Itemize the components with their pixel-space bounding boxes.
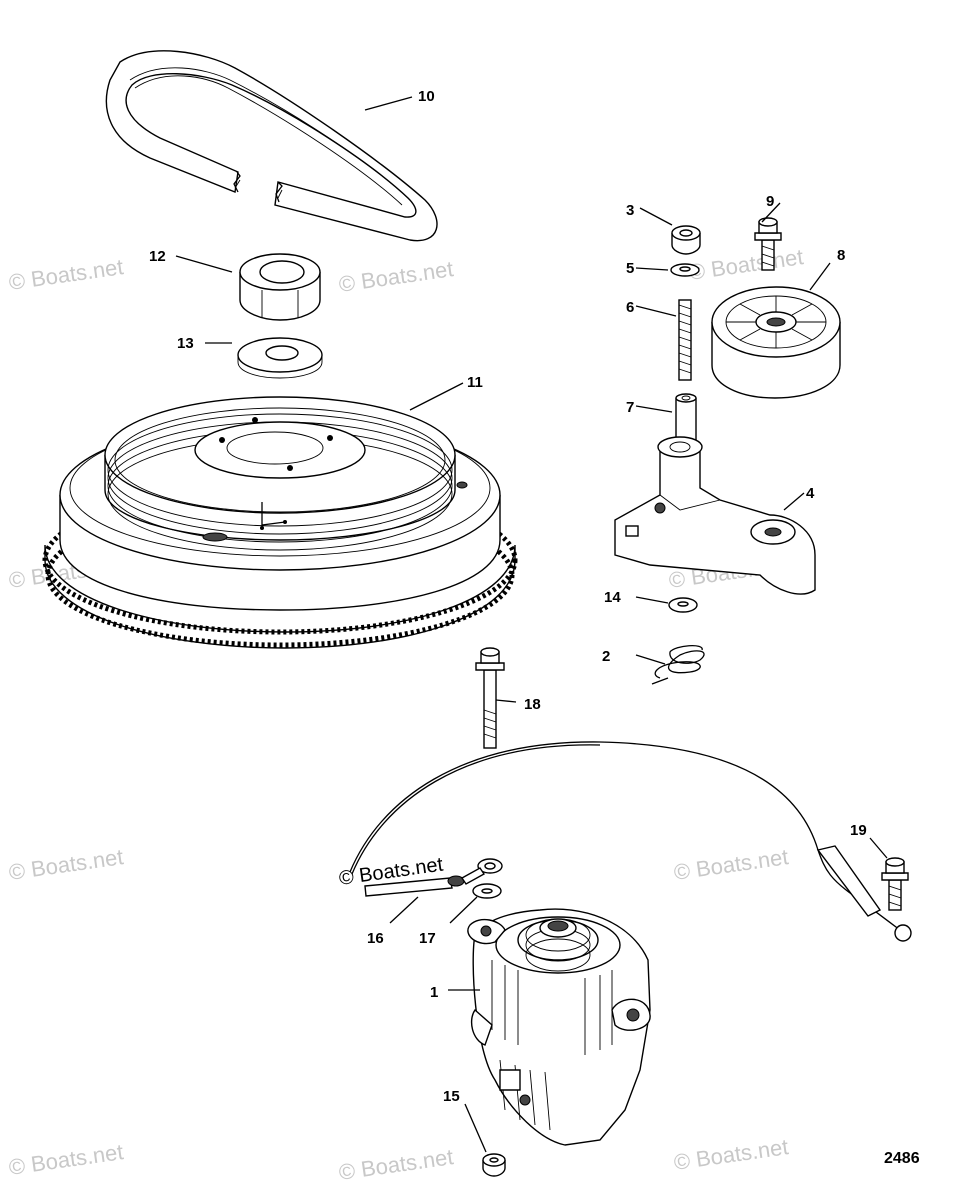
callout-15: 15 [443,1088,460,1105]
bolt-long [475,647,505,749]
callout-16: 16 [367,930,384,947]
callout-5: 5 [626,260,634,277]
nut-alternator [482,1153,506,1177]
callout-8: 8 [837,247,845,264]
idler-pulley [711,286,841,399]
callout-19: 19 [850,822,867,839]
callout-11: 11 [467,374,483,391]
callout-18: 18 [524,696,541,713]
hex-nut-large [239,253,321,321]
alternator [467,908,651,1146]
watermark: © Boats.net [7,1139,125,1180]
drive-belt [105,50,438,242]
bolt-ground [881,857,909,911]
spring [651,645,705,685]
watermark: © Boats.net [337,256,455,297]
washer-large [237,337,323,379]
callout-1: 1 [430,984,438,1001]
stud [678,299,692,381]
callout-3: 3 [626,202,634,219]
callout-6: 6 [626,299,634,316]
callout-13: 13 [177,335,194,352]
spacer [675,393,697,447]
callout-17: 17 [419,930,436,947]
callout-14: 14 [604,589,621,606]
figure-number: 2486 [884,1150,920,1167]
callout-9: 9 [766,193,774,210]
watermark: © Boats.net [672,1134,790,1175]
watermark: © Boats.net [687,244,805,285]
watermark: © Boats.net [7,254,125,295]
callout-2: 2 [602,648,610,665]
nut-small [671,225,701,255]
callouts: 1 2 3 4 5 6 7 8 9 10 11 12 13 14 15 16 1… [149,88,867,1105]
watermark: © Boats.net [672,844,790,885]
watermark: © Boats.net [7,844,125,885]
washer-terminal [472,883,502,899]
idler-bracket [614,436,816,595]
watermark: © Boats.net [337,1144,455,1185]
callout-4: 4 [806,485,815,502]
callout-10: 10 [418,88,435,105]
callout-12: 12 [149,248,166,265]
washer-small [670,263,700,277]
ground-wire [349,741,912,942]
washer-small-2 [668,597,698,613]
flywheel [42,396,518,649]
watermarks: © Boats.net © Boats.net © Boats.net © Bo… [7,244,805,1185]
leader-lines [175,96,888,1153]
callout-7: 7 [626,399,634,416]
wire-lead [364,858,503,897]
